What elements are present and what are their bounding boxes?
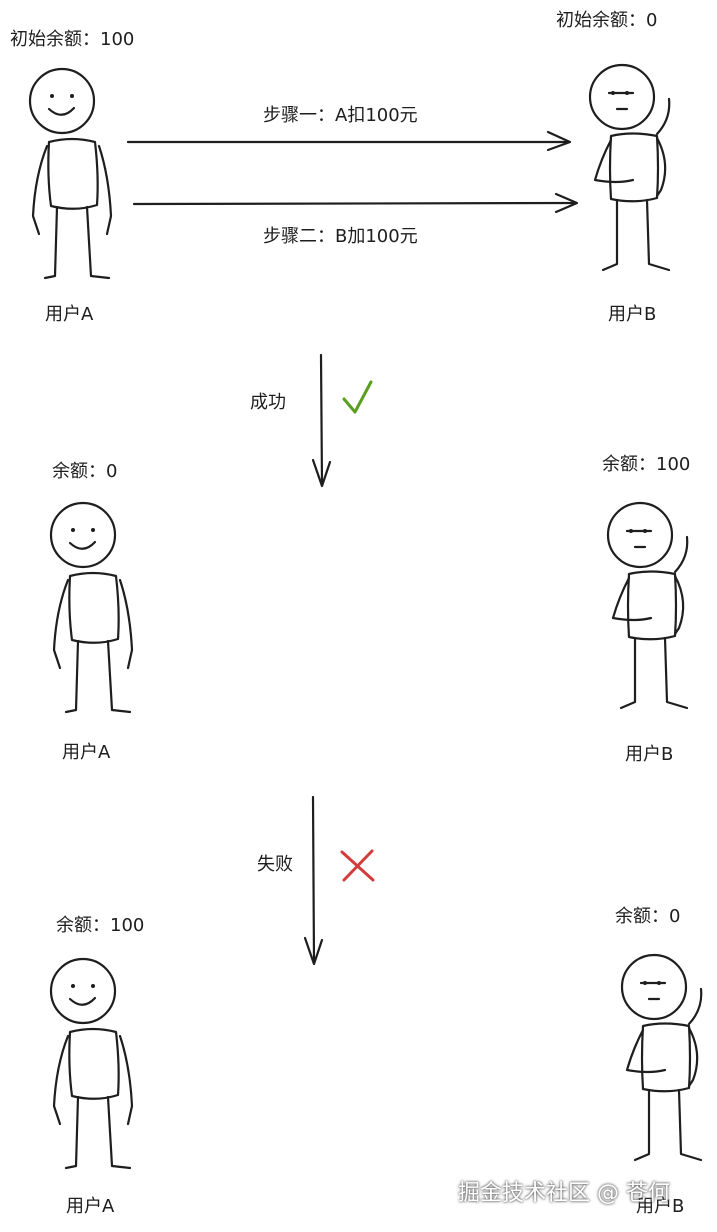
success-user-b-balance: 余额：100 [602, 454, 691, 475]
top-user-b-balance: 初始余额：0 [556, 10, 658, 31]
top-user-a-figure [28, 67, 113, 280]
step1-label: 步骤一：A扣100元 [263, 105, 418, 126]
failure-user-b-figure [620, 953, 703, 1162]
failure-user-b-name: 用户B [636, 1196, 685, 1217]
top-user-b-name: 用户B [608, 304, 657, 325]
failure-user-a-balance: 余额：100 [56, 915, 145, 936]
success-arrow [311, 353, 332, 488]
failure-user-a-name: 用户A [66, 1196, 115, 1217]
watermark: 掘金技术社区 @ 苍何 [458, 1181, 670, 1206]
step1-arrow [126, 130, 572, 152]
step2-arrow [132, 192, 579, 214]
failure-label: 失败 [257, 854, 293, 875]
top-user-a-balance: 初始余额：100 [10, 29, 135, 50]
success-user-b-name: 用户B [625, 744, 674, 765]
success-user-a-name: 用户A [62, 742, 111, 763]
success-label: 成功 [250, 392, 286, 413]
failure-user-a-figure [49, 957, 134, 1170]
top-user-a-name: 用户A [45, 304, 94, 325]
success-user-a-balance: 余额：0 [52, 461, 118, 482]
top-user-b-figure [588, 63, 671, 272]
step2-label: 步骤二：B加100元 [263, 226, 418, 247]
failure-user-b-balance: 余额：0 [615, 906, 681, 927]
success-user-a-figure [49, 501, 134, 714]
check-icon [342, 380, 373, 414]
success-user-b-figure [606, 501, 689, 710]
cross-icon [340, 849, 375, 882]
failure-arrow [303, 795, 324, 966]
